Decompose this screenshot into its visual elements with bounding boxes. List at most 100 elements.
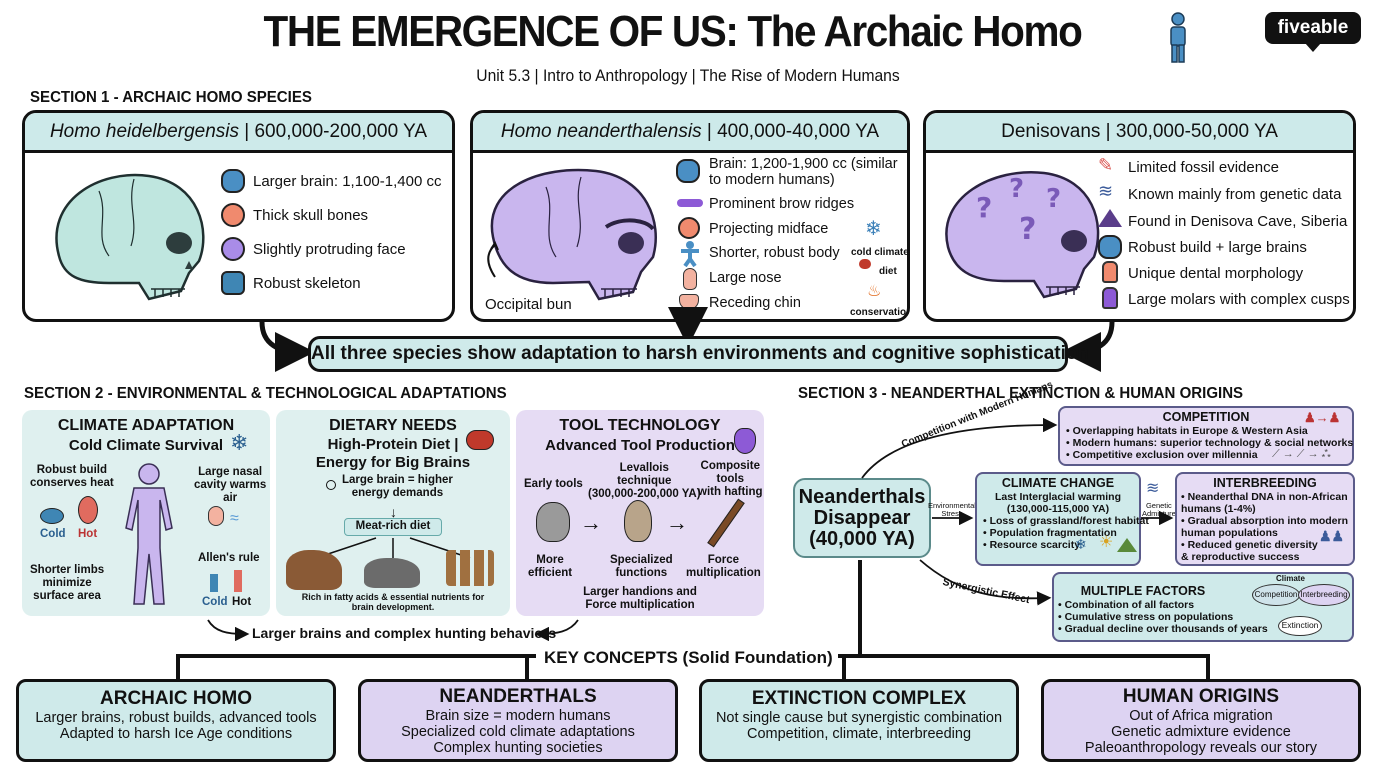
bullet: humans (1-4%)	[1181, 503, 1256, 515]
box-subtitle: Cold Climate Survival	[68, 437, 224, 454]
human-figure-icon	[1170, 12, 1186, 63]
skull-illustration	[487, 168, 657, 301]
divider-line	[838, 654, 1210, 658]
meat-diet-node: Meat-rich diet	[344, 518, 442, 536]
bone-icon: ✎	[1098, 155, 1114, 175]
bullet: Last Interglacial warming	[994, 491, 1122, 503]
box-title: CLIMATE CHANGE	[1001, 476, 1115, 490]
tooth-icon	[1102, 261, 1118, 283]
box-title: MULTIPLE FACTORS	[1080, 584, 1206, 598]
hot-label: Hot	[78, 528, 98, 540]
bullet: • Reduced genetic diversity	[1181, 539, 1318, 551]
cold-body-icon	[40, 508, 64, 524]
sun-icon: ☀	[1099, 534, 1114, 551]
levallois-point-icon	[624, 500, 652, 542]
trait-text: Robust skeleton	[253, 275, 361, 292]
allen-label: Allen's rule	[198, 552, 260, 564]
bullet: • Resource scarcity	[983, 539, 1081, 551]
venn-interbreeding: Interbreeding	[1298, 584, 1350, 606]
divider-line	[525, 654, 529, 680]
trait-text: Robust build + large brains	[1128, 239, 1307, 256]
bullet: • Cumulative stress on populations	[1058, 611, 1234, 623]
dietary-needs-box: DIETARY NEEDS High-Protein Diet | Energy…	[276, 410, 510, 616]
snowflake-icon: ❄	[1075, 536, 1087, 552]
trait-text: to modern humans)	[709, 172, 835, 188]
divider-line	[842, 654, 846, 680]
diet-label: diet	[879, 266, 897, 277]
trait-text: Found in Denisova Cave, Siberia	[1128, 213, 1348, 230]
section2-heading: SECTION 2 - ENVIRONMENTAL & TECHNOLOGICA…	[24, 385, 507, 402]
skull-illustration: ? ? ? ?	[945, 170, 1100, 299]
rhino-icon	[364, 558, 420, 588]
face-profile-icon	[678, 217, 700, 239]
divider-line	[176, 654, 180, 680]
subtitle: Unit 5.3 | Intro to Anthropology | The R…	[476, 66, 900, 85]
svg-text:?: ?	[1019, 212, 1036, 247]
climate-change-box: CLIMATE CHANGE Last Interglacial warming…	[975, 472, 1149, 566]
panel-heidelbergensis: Homo heidelbergensis | 600,000-200,000 Y…	[22, 110, 455, 322]
box-subtitle: Energy for Big Brains	[315, 454, 471, 471]
box-subtitle: Advanced Tool Production	[545, 437, 735, 454]
mammoth-icon	[286, 550, 342, 590]
panel-header: Denisovans | 300,000-50,000 YA	[926, 113, 1353, 153]
cold-label-2: Cold	[202, 596, 228, 608]
snowflake-icon: ❄	[230, 430, 249, 455]
cold-limb-icon	[210, 574, 218, 592]
section1-summary: All three species show adaptation to har…	[308, 336, 1089, 372]
skull-illustration	[55, 173, 205, 301]
trait-text: Thick skull bones	[253, 207, 369, 224]
box-subtitle: High-Protein Diet |	[327, 436, 459, 453]
skull-bone-icon	[221, 203, 245, 227]
bullet: • Competitive exclusion over millennia	[1066, 449, 1258, 461]
arrow-right-icon: →	[666, 510, 688, 535]
brow-ridge-icon	[677, 199, 703, 207]
arrow-right-icon: →	[580, 510, 602, 535]
bullet: • Overlapping habitats in Europe & Weste…	[1066, 425, 1308, 437]
hot-limb-icon	[234, 570, 242, 592]
interbreeding-box: INTERBREEDING • Neanderthal DNA in non-A…	[1175, 472, 1355, 566]
dna-icon: ≋	[1098, 181, 1114, 201]
panel-neanderthalensis: Homo neanderthalensis | 400,000-40,000 Y…	[470, 110, 910, 322]
trait-text: Known mainly from genetic data	[1128, 186, 1342, 203]
tools-icon: ⟋ → ⟋ → ⁂	[1272, 448, 1331, 460]
box-title: TOOL TECHNOLOGY	[559, 417, 721, 434]
bullet: • Population fragmentation	[983, 527, 1117, 539]
nose-icon	[683, 268, 697, 290]
venn-climate-label: Climate	[1276, 574, 1305, 583]
svg-text:?: ?	[1009, 174, 1024, 204]
trait-text: Larger brain: 1,100-1,400 cc	[253, 173, 442, 190]
face-icon	[221, 237, 245, 261]
page-title: THE EMERGENCE OF US: The Archaic Homo	[263, 7, 1083, 56]
air-flow-icon: ≈	[230, 510, 239, 527]
brand-logo: fiveable	[1265, 12, 1361, 52]
cold-climate-label: cold climate	[851, 247, 909, 258]
venn-competition: Competition	[1252, 584, 1300, 606]
card-extinction-complex: EXTINCTION COMPLEX Not single cause but …	[699, 679, 1019, 762]
trait-text: Receding chin	[709, 295, 801, 311]
bullet: human populations	[1181, 527, 1278, 539]
climate-adaptation-box: CLIMATE ADAPTATION Cold Climate Survival…	[22, 410, 270, 616]
key-concepts-heading: KEY CONCEPTS (Solid Foundation)	[540, 648, 837, 668]
hot-label-2: Hot	[232, 596, 252, 608]
svg-text:?: ?	[1046, 184, 1061, 214]
spear-icon	[707, 498, 745, 548]
venn-extinction: Extinction	[1278, 616, 1322, 636]
card-human-origins: HUMAN ORIGINS Out of Africa migration Ge…	[1041, 679, 1361, 762]
bullet: • Gradual absorption into modern	[1181, 515, 1349, 527]
competition-box: COMPETITION • Overlapping habitats in Eu…	[1058, 406, 1354, 466]
body-outline	[125, 463, 173, 605]
snowflake-icon: ❄	[865, 218, 882, 240]
bullet: & reproductive success	[1181, 551, 1300, 563]
divider-line	[1206, 654, 1210, 680]
occipital-bun-label: Occipital bun	[485, 296, 572, 313]
trait-text: Large nose	[709, 270, 782, 286]
trait-text: Large molars with complex cusps	[1128, 291, 1350, 308]
